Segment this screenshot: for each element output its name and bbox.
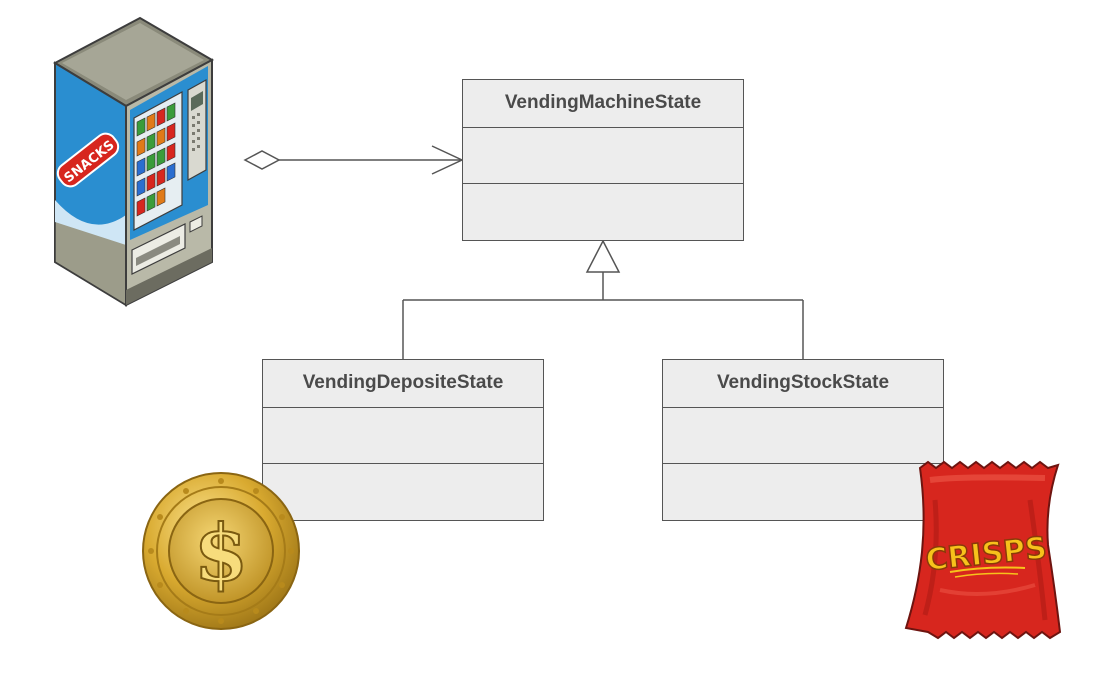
class-name: VendingMachineState xyxy=(463,80,743,128)
class-name: VendingStockState xyxy=(663,360,943,408)
coin-icon: $ xyxy=(142,472,300,630)
class-vending-deposite-state[interactable]: VendingDepositeState xyxy=(262,359,544,521)
class-attributes xyxy=(463,128,743,184)
vending-machine-icon: SNACKS xyxy=(52,16,215,307)
class-vending-stock-state[interactable]: VendingStockState xyxy=(662,359,944,521)
class-name: VendingDepositeState xyxy=(263,360,543,408)
class-attributes xyxy=(263,408,543,464)
dollar-symbol: $ xyxy=(194,508,248,599)
generalization-connector xyxy=(402,239,804,359)
class-vending-machine-state[interactable]: VendingMachineState xyxy=(462,79,744,241)
crisps-icon: CRISPS xyxy=(904,460,1062,640)
class-attributes xyxy=(663,408,943,464)
